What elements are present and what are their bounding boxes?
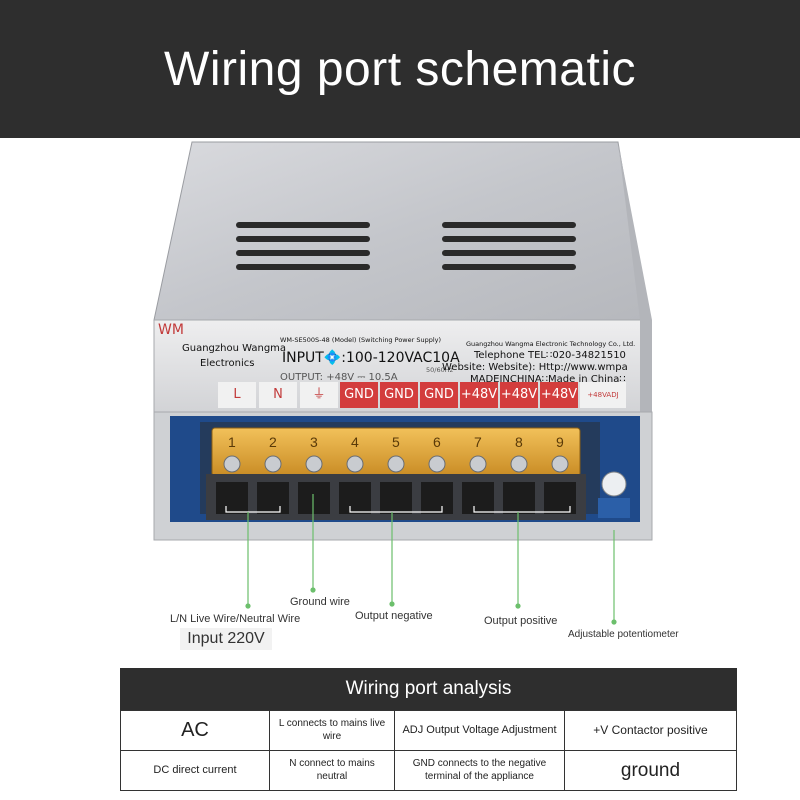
callout-live-neutral: L/N Live Wire/Neutral Wire <box>170 613 301 625</box>
port-l: L <box>218 382 256 408</box>
terminal-number-5: 5 <box>392 434 400 450</box>
frequency: 50/60Hz <box>426 366 454 374</box>
terminal-screws <box>223 455 569 473</box>
terminal-number-9: 9 <box>556 434 564 450</box>
port-48v-3: +48V <box>540 382 578 408</box>
table-cell: ADJ Output Voltage Adjustment <box>395 711 565 751</box>
analysis-table: AC L connects to mains live wire ADJ Out… <box>120 710 737 791</box>
company-full: Guangzhou Wangma Electronic Technology C… <box>466 340 636 348</box>
website: Website: Website): Http://www.wmpa <box>442 362 628 373</box>
callout-output-positive: Output positive <box>484 615 558 627</box>
table-cell: N connect to mains neutral <box>270 751 395 790</box>
callout-output-negative: Output negative <box>355 610 433 622</box>
table-cell: ground <box>620 759 681 781</box>
table-cell: +V Contactor positive <box>565 711 736 751</box>
table-cell: L connects to mains live wire <box>270 711 395 751</box>
port-48v-2: +48V <box>500 382 538 408</box>
terminal-number-3: 3 <box>310 434 318 450</box>
terminal-number-6: 6 <box>433 434 441 450</box>
model-line: WM-SE500S-48 (Model) (Switching Power Su… <box>280 336 442 344</box>
vent-slots-left <box>236 222 370 270</box>
input-spec: INPUT💠:100-120VAC10A <box>282 350 460 366</box>
terminal-number-8: 8 <box>515 434 523 450</box>
brand-mark: WM <box>158 322 184 338</box>
power-supply-illustration: WM Guangzhou Wangma Electronics WM-SE500… <box>140 138 660 548</box>
table-cell: GND connects to the negative terminal of… <box>395 751 565 790</box>
vent-slots-right <box>442 222 576 270</box>
port-gnd-2: GND <box>380 382 418 408</box>
made-in-china: MADEINCHINA∷Made in China∷ <box>470 374 626 385</box>
terminal-number-1: 1 <box>228 434 236 450</box>
potentiometer-knob <box>601 471 627 497</box>
company-short: Guangzhou Wangma <box>182 343 287 354</box>
callout-ground-wire: Ground wire <box>290 596 350 608</box>
port-gnd-3: GND <box>420 382 458 408</box>
company-short-line2: Electronics <box>200 358 255 369</box>
callout-input-voltage: Input 220V <box>180 628 272 650</box>
callout-potentiometer: Adjustable potentiometer <box>568 629 679 640</box>
header-band <box>0 0 800 138</box>
terminal-number-2: 2 <box>269 434 277 450</box>
port-ground: ⏚ <box>300 382 338 408</box>
table-cell: DC direct current <box>121 751 270 790</box>
table-cell: AC <box>121 711 270 751</box>
port-gnd-1: GND <box>340 382 378 408</box>
psu-lid <box>153 141 649 321</box>
terminal-number-7: 7 <box>474 434 482 450</box>
terminal-group-brackets <box>225 506 571 513</box>
analysis-table-title: Wiring port analysis <box>120 668 737 710</box>
port-48v-adj: +48VADJ <box>580 382 626 408</box>
page-title: Wiring port schematic <box>164 43 636 96</box>
output-spec: OUTPUT: +48V ⎓ 10.5A <box>280 372 398 383</box>
port-n: N <box>259 382 297 408</box>
terminal-number-4: 4 <box>351 434 359 450</box>
telephone: Telephone TEL∷020-34821510 <box>474 350 626 361</box>
port-48v-1: +48V <box>460 382 498 408</box>
